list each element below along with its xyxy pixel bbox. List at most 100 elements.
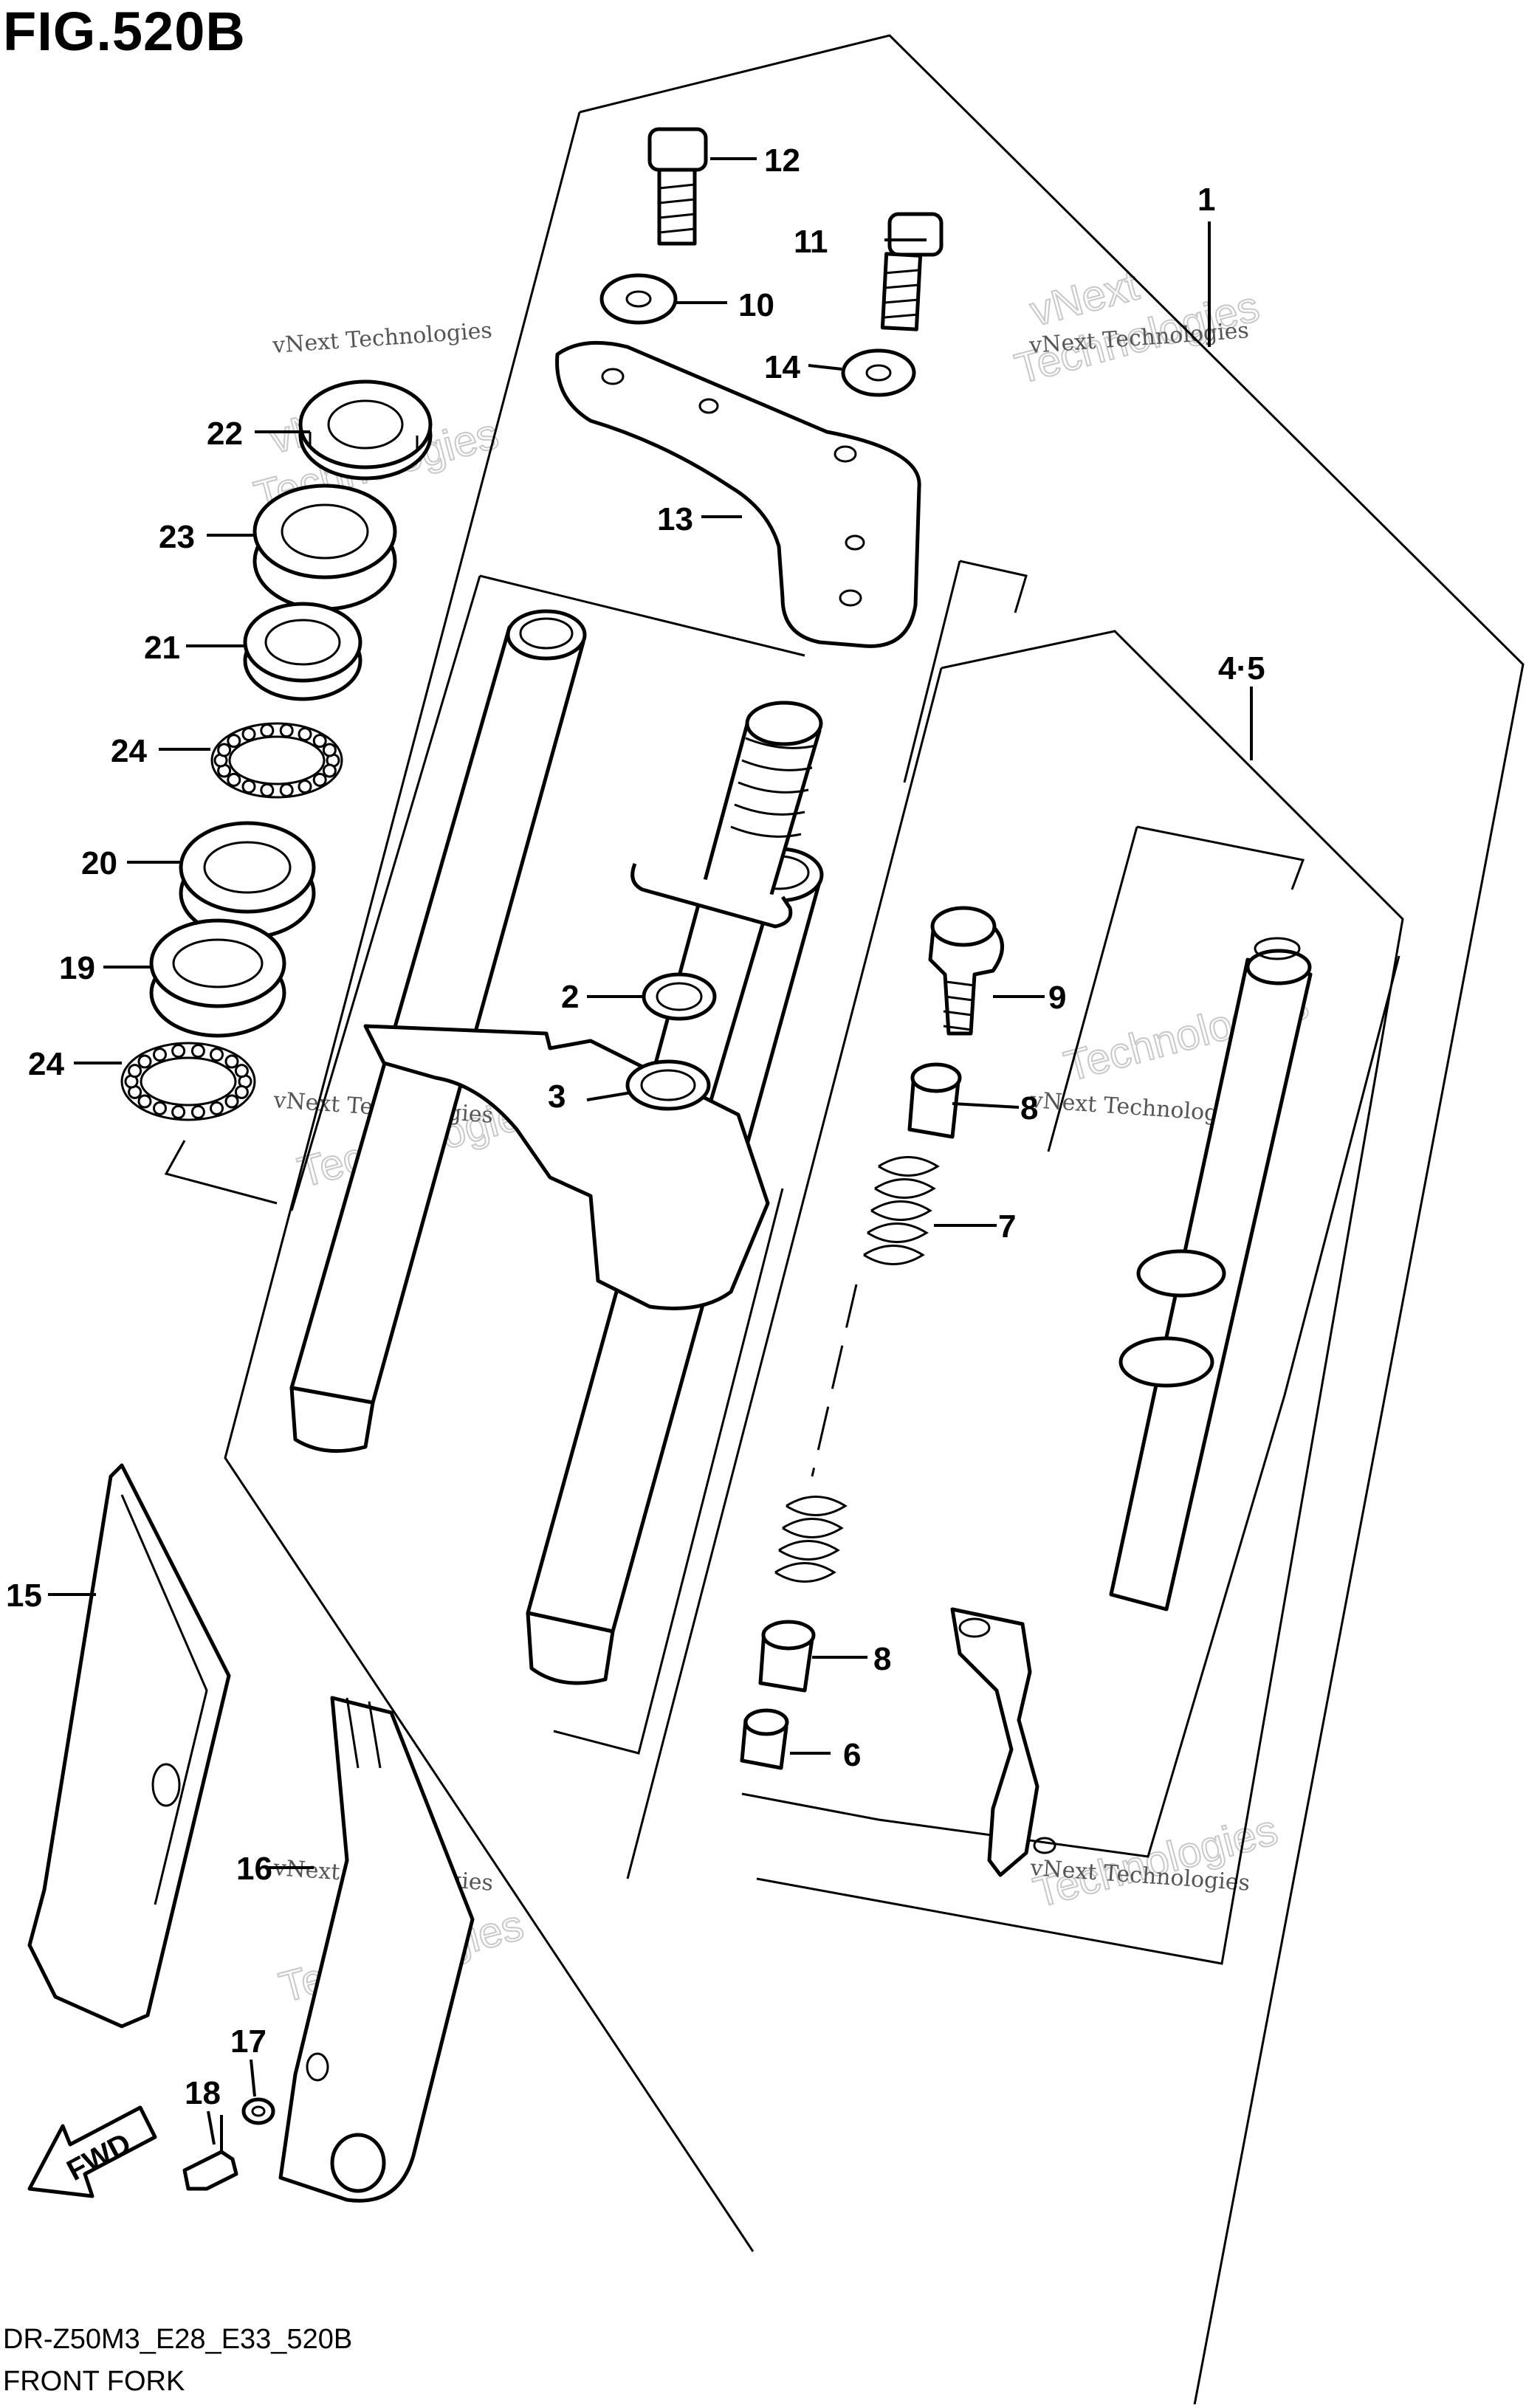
callout-24-bottom: 24 [28, 1046, 64, 1082]
bearing-ball-top [312, 772, 327, 787]
outline-tube-bottom [553, 1188, 784, 1755]
callout-labels: 1 2 3 4·5 6 7 8 8 9 10 11 12 13 14 15 16… [6, 142, 1265, 2111]
damper-parts [740, 906, 1004, 1770]
outline-damper-top [959, 560, 1028, 613]
bearing-ball-top [227, 734, 241, 749]
bearing-ball-bottom [234, 1064, 249, 1079]
bearing-ball-top [312, 734, 327, 749]
bearing-ball-bottom [190, 1104, 205, 1119]
bearing-ball-bottom [210, 1048, 224, 1062]
figure-name: FRONT FORK [3, 2366, 185, 2397]
valve-9 [928, 906, 1004, 1036]
bearing-ball-bottom [137, 1054, 152, 1069]
callout-21: 21 [144, 630, 180, 666]
callout-16: 16 [236, 1851, 272, 1887]
steering-stem-parts [120, 379, 433, 1121]
lower-clamp [363, 863, 793, 1310]
callout-9: 9 [1048, 980, 1066, 1016]
washer-10 [599, 273, 678, 325]
callout-8-bottom: 8 [873, 1641, 891, 1677]
guard-16 [278, 1696, 475, 2203]
outer-tubes [289, 609, 824, 1685]
outline-damper-left [903, 560, 961, 783]
bearing-ball-bottom [190, 1044, 205, 1059]
leader-lines [48, 157, 1253, 2145]
callout-14: 14 [764, 349, 800, 385]
bearing-ball-bottom [224, 1054, 239, 1069]
bearing-ball-top [227, 772, 241, 787]
dust-seal-23 [252, 484, 397, 611]
bearing-ball-top [279, 723, 294, 738]
callout-1: 1 [1197, 182, 1215, 218]
race-21 [243, 602, 362, 701]
callout-23: 23 [159, 519, 195, 555]
bolt-11 [880, 212, 944, 331]
figure-title: FIG.520B [3, 1, 246, 62]
callout-18: 18 [185, 2075, 221, 2111]
washer-14 [841, 348, 916, 397]
bearing-ball-top [298, 780, 312, 794]
callout-11: 11 [794, 224, 828, 260]
bearing-ball-bottom [153, 1101, 167, 1115]
washer-17 [241, 2097, 275, 2125]
bearing-ball-bottom [137, 1094, 152, 1109]
callout-7: 7 [998, 1208, 1016, 1245]
guard-15 [27, 1463, 231, 2029]
outline-tube-left [290, 575, 481, 1211]
bearing-ball-top [241, 727, 256, 741]
bushing-8-top [907, 1062, 962, 1139]
callout-19: 19 [59, 950, 95, 986]
callout-4-5: 4·5 [1218, 650, 1265, 687]
assembly-outlines [164, 34, 1525, 2408]
outline-inner-tube-left [1047, 826, 1138, 1152]
callout-10: 10 [738, 287, 774, 323]
bearing-ball-top [322, 763, 337, 778]
outline-main [579, 34, 1525, 2408]
outline-main-left [224, 111, 755, 2252]
bearing-ball-bottom [210, 1101, 224, 1115]
callout-17: 17 [230, 2023, 267, 2060]
stem-nut-22 [298, 379, 433, 481]
spring-7 [774, 1156, 940, 1583]
outline-bearing-bottom [164, 1140, 278, 1205]
bearing-ball-bottom [153, 1048, 167, 1062]
callout-2: 2 [561, 979, 579, 1015]
outline-inner-fork-left [626, 667, 943, 1879]
bearing-ball-bottom [171, 1104, 186, 1119]
ball-bearing-24-bottom [120, 1042, 256, 1121]
bearing-ball-top [298, 727, 312, 741]
ball-bearing-24-top [210, 722, 343, 799]
figure-code: DR-Z50M3_E28_E33_520B [3, 2324, 353, 2355]
fwd-arrow: FWD [27, 2105, 157, 2198]
bearing-ball-top [217, 743, 232, 757]
top-hardware [555, 127, 944, 648]
race-19 [149, 918, 286, 1038]
callout-13: 13 [657, 501, 693, 537]
bearing-ball-top [322, 743, 337, 757]
outline-inner-tube-top [1136, 825, 1305, 890]
screw-18 [182, 2115, 238, 2191]
bearing-ball-bottom [234, 1084, 249, 1099]
bearing-ball-bottom [224, 1094, 239, 1109]
callout-24-top: 24 [111, 733, 147, 769]
outline-tube-top [479, 574, 805, 657]
lower-guards: FWD [27, 1463, 475, 2203]
outline-inner-tube-bottom [741, 955, 1400, 1858]
bearing-ball-top [260, 723, 275, 738]
bearing-ball-top [260, 782, 275, 797]
bearing-ball-top [241, 780, 256, 794]
outline-inner-fork [756, 630, 1404, 1965]
bearing-ball-bottom [128, 1064, 142, 1079]
callout-6: 6 [843, 1737, 861, 1773]
callout-20: 20 [81, 845, 117, 881]
bearing-ball-bottom [171, 1044, 186, 1059]
bushing-8-bottom [758, 1620, 816, 1693]
callout-22: 22 [207, 416, 243, 452]
outer-tube-left [289, 609, 587, 1454]
inner-fork-tube [950, 937, 1313, 1877]
callout-12: 12 [764, 142, 800, 179]
bracket-13 [555, 340, 921, 648]
bolt-12 [647, 127, 708, 246]
